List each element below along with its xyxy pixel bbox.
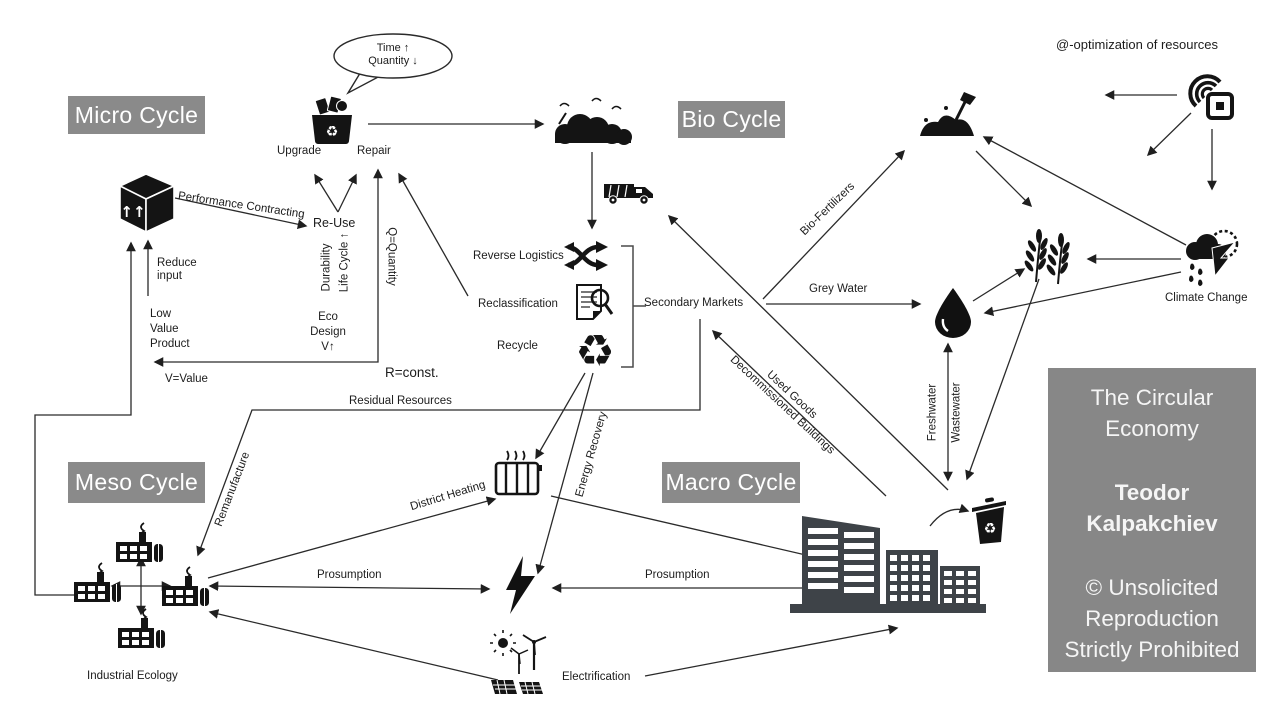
radiator-icon bbox=[494, 450, 542, 496]
svg-text:↑↑: ↑↑ bbox=[120, 203, 145, 221]
soil-shovel-icon bbox=[920, 92, 976, 136]
bubble-line-2: Quantity ↓ bbox=[368, 55, 418, 67]
panel-copyright: © Unsolicited Reproduction Strictly Proh… bbox=[1064, 575, 1240, 662]
residual-resources-label: Residual Resources bbox=[349, 395, 452, 407]
arrow-used-goods bbox=[711, 329, 887, 497]
freshwater-label: Freshwater bbox=[926, 383, 939, 442]
prosumption-right-label: Prosumption bbox=[645, 569, 710, 581]
arrow-feedback-to-product bbox=[34, 241, 136, 596]
panel-author: Teodor Kalpakchiev bbox=[1086, 480, 1218, 536]
reclassification-label: Reclassification bbox=[478, 298, 558, 310]
factory-icon-left bbox=[73, 562, 122, 603]
panel-title: The Circular Economy bbox=[1090, 385, 1214, 441]
meso-cycle-title: Meso Cycle bbox=[68, 462, 205, 503]
arrow-sensor-to-crops bbox=[1146, 112, 1192, 157]
svg-text:♻: ♻ bbox=[326, 124, 339, 140]
arrow-energy-recovery bbox=[535, 372, 594, 575]
bio-cycle-title: Bio Cycle bbox=[678, 101, 785, 138]
climate-change-icon bbox=[1186, 229, 1239, 287]
reuse-label: Re-Use bbox=[313, 216, 356, 230]
wastewater-label: Wastewater bbox=[950, 382, 963, 443]
secondary-markets-label: Secondary Markets bbox=[644, 297, 744, 309]
arrow-recycle-to-heating bbox=[535, 372, 586, 460]
arrow-bio-fertilizers bbox=[762, 149, 906, 300]
renewables-icon bbox=[490, 630, 547, 695]
label-line: Design bbox=[310, 326, 346, 338]
arrow-water-to-crops bbox=[972, 268, 1026, 302]
arrow-heat-to-buildings bbox=[550, 495, 851, 568]
svg-text:♻: ♻ bbox=[575, 326, 614, 377]
arrow-climate-to-soil bbox=[982, 136, 1187, 246]
arrow-climate-to-water bbox=[983, 271, 1182, 317]
label-line: Low bbox=[150, 308, 172, 320]
water-droplet-icon bbox=[935, 288, 971, 338]
grey-water-label: Grey Water bbox=[809, 283, 868, 295]
speech-bubble-text: Time ↑ Quantity ↓ bbox=[336, 42, 450, 68]
reduce-input-label: Reduce input bbox=[157, 257, 197, 283]
product-box-icon: ↑↑ bbox=[118, 173, 176, 234]
micro-cycle-title: Micro Cycle bbox=[68, 96, 205, 134]
recycle-icon: ♻ bbox=[575, 326, 614, 377]
label-line: Eco bbox=[318, 311, 338, 323]
macro-cycle-title: Macro Cycle bbox=[662, 462, 800, 503]
arrow-electrification bbox=[644, 624, 899, 677]
label-line: Reduce bbox=[157, 257, 197, 269]
label-line: input bbox=[157, 270, 182, 282]
prosumption-left-label: Prosumption bbox=[317, 569, 382, 581]
label-line: Product bbox=[150, 338, 190, 350]
svg-text:♻: ♻ bbox=[984, 521, 997, 537]
arrow-prosumption-left bbox=[208, 581, 491, 594]
v-value-label: V=Value bbox=[165, 373, 208, 385]
secondary-markets-bracket bbox=[621, 245, 646, 368]
factory-icon-top bbox=[115, 522, 164, 563]
arrow-soil-to-crops bbox=[975, 150, 1033, 208]
arrow-crops-to-buildings bbox=[965, 278, 1040, 481]
lightning-icon bbox=[506, 556, 535, 614]
arrow-reclassification-to-repair bbox=[398, 172, 469, 297]
sensor-icon bbox=[1188, 74, 1234, 120]
arrow-into-trash-bin bbox=[929, 503, 970, 527]
trash-bin-icon: ♻ bbox=[972, 497, 1006, 544]
upgrade-label: Upgrade bbox=[277, 145, 322, 157]
recycle-label: Recycle bbox=[497, 340, 538, 352]
landfill-pile-icon bbox=[555, 97, 632, 145]
q-quantity-label: Q=Quantity bbox=[385, 227, 398, 286]
ewaste-bin-icon: ♻ bbox=[312, 95, 352, 144]
connector-arrows bbox=[34, 90, 1217, 681]
arrow-reuse-to-upgrade bbox=[314, 173, 339, 213]
arrow-residual-remanufacture bbox=[196, 319, 701, 557]
micro-cycle-label: Micro Cycle bbox=[74, 101, 199, 128]
garbage-truck-icon bbox=[604, 184, 653, 205]
label-line: Value bbox=[150, 323, 179, 335]
arrow-renewables-to-factories bbox=[208, 609, 499, 681]
reclassification-icon bbox=[576, 284, 614, 320]
low-value-product-label: Low Value Product bbox=[150, 307, 190, 352]
eco-design-label: Eco Design V↑ bbox=[300, 310, 356, 355]
life-cycle-label: Life Cycle ↑ bbox=[338, 232, 351, 293]
arrow-value-quantity-loop bbox=[153, 168, 383, 367]
reverse-logistics-icon bbox=[564, 241, 608, 271]
reverse-logistics-label: Reverse Logistics bbox=[473, 250, 564, 262]
bubble-line-1: Time ↑ bbox=[376, 42, 410, 54]
credit-panel: The Circular Economy Teodor Kalpakchiev … bbox=[1048, 368, 1256, 672]
arrow-district-heating bbox=[207, 496, 497, 579]
factory-icon-right bbox=[161, 566, 210, 607]
r-const-label: R=const. bbox=[385, 365, 439, 380]
factory-icon-bottom bbox=[117, 608, 166, 649]
climate-change-label: Climate Change bbox=[1165, 292, 1248, 304]
arrow-performance-contracting bbox=[174, 197, 308, 230]
electrification-label: Electrification bbox=[562, 671, 631, 683]
crops-icon bbox=[1024, 229, 1070, 285]
industrial-ecology-label: Industrial Ecology bbox=[87, 670, 178, 682]
bio-cycle-label: Bio Cycle bbox=[681, 106, 782, 132]
arrow-buildings-to-truck bbox=[667, 214, 949, 491]
city-buildings-icon bbox=[790, 516, 986, 613]
repair-label: Repair bbox=[357, 145, 391, 157]
optimization-note: @-optimization of resources bbox=[1056, 37, 1219, 52]
speech-bubble bbox=[333, 33, 453, 95]
macro-cycle-label: Macro Cycle bbox=[665, 469, 797, 495]
meso-cycle-label: Meso Cycle bbox=[74, 469, 199, 495]
label-line: V↑ bbox=[321, 341, 335, 353]
